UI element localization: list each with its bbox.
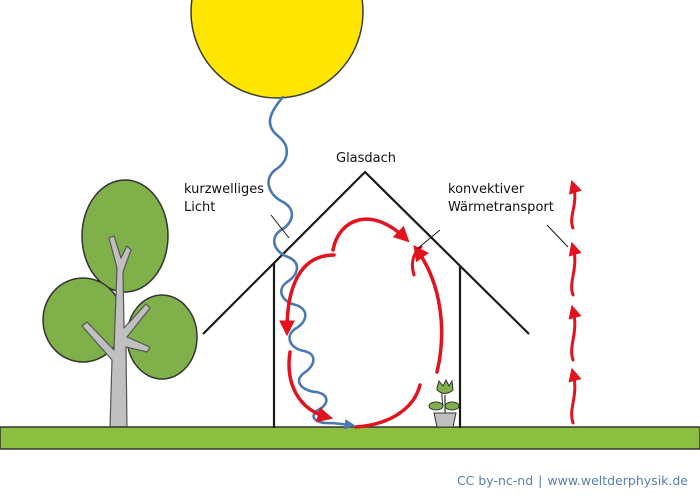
credit-line: CC by-nc-nd | www.weltderphysik.de — [457, 473, 688, 488]
convection-arrow-left-down — [287, 255, 334, 330]
outside-heat-arrow-1 — [572, 185, 575, 228]
credit-license: CC by-nc-nd — [457, 473, 533, 488]
convection-arrow-bottom-right — [356, 385, 420, 427]
outside-heat-arrow-3 — [572, 310, 575, 360]
convection-arrow-right-up — [417, 250, 442, 372]
label-light-line2: Licht — [184, 200, 215, 215]
credit-separator: | — [538, 473, 542, 488]
outside-heat-arrows — [572, 185, 575, 423]
convection-arrows — [287, 219, 442, 427]
leader-line-convection-inner — [417, 230, 440, 249]
tree-icon — [43, 180, 197, 428]
potted-plant-icon — [429, 380, 459, 427]
sun-icon — [191, 0, 363, 98]
credit-site: www.weltderphysik.de — [547, 473, 688, 488]
label-convection-line1: konvektiver — [448, 182, 525, 197]
outside-heat-arrow-2 — [572, 247, 575, 295]
outside-heat-arrow-4 — [572, 373, 575, 423]
convection-arrow-top — [333, 219, 405, 250]
ground — [0, 427, 700, 449]
label-glass-roof: Glasdach — [336, 151, 396, 166]
leader-line-convection-outer — [547, 225, 568, 247]
label-light-line1: kurzwelliges — [184, 182, 264, 197]
tree-crown-top — [82, 180, 168, 292]
label-convection-line2: Wärmetransport — [448, 200, 554, 215]
tree-crown-right — [127, 295, 197, 379]
